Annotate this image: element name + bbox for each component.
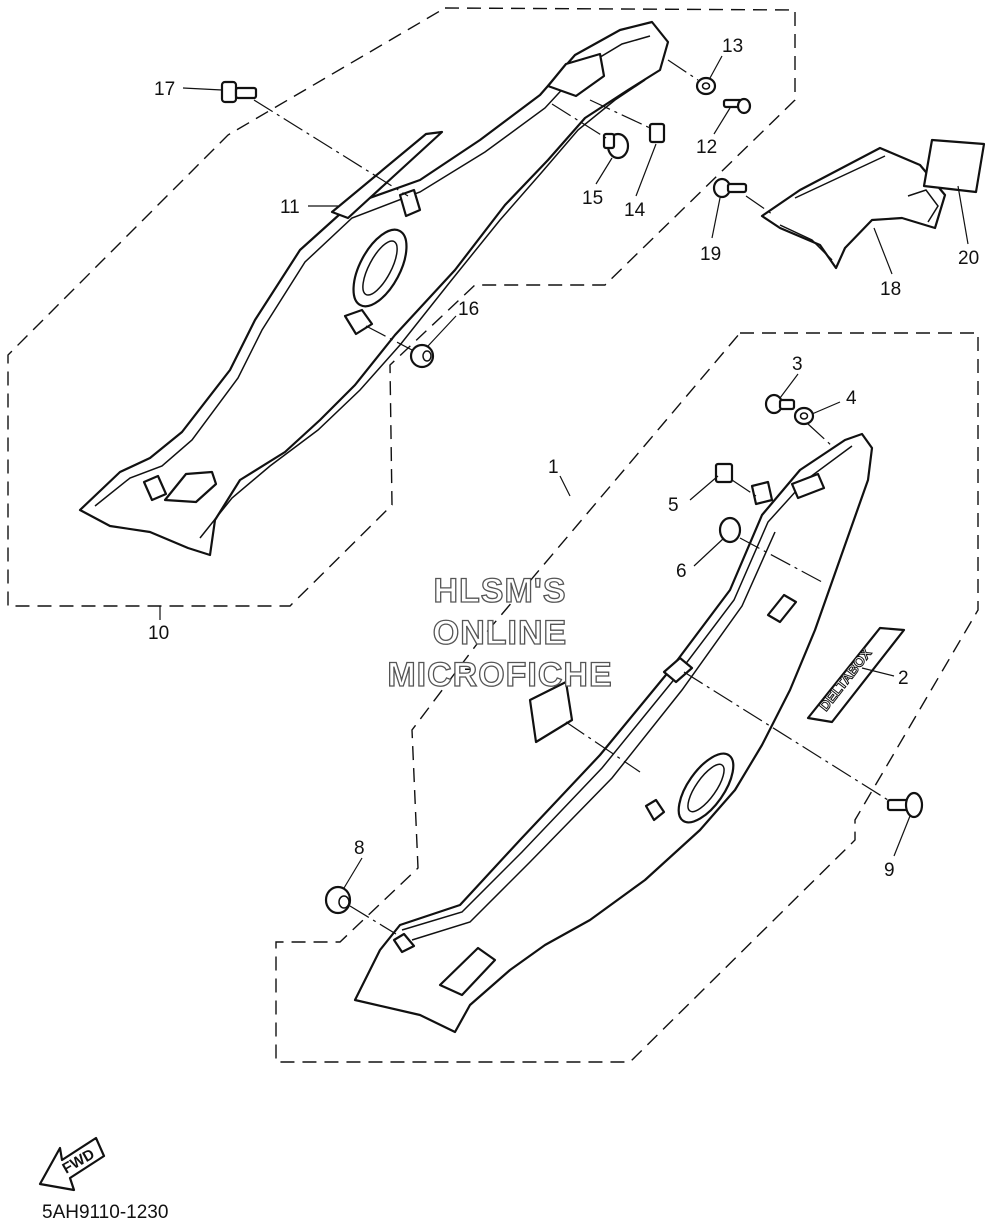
callout-4: 4 (846, 388, 857, 409)
leader-19 (711, 197, 721, 239)
axis-15 (551, 103, 607, 139)
axis-16 (365, 325, 413, 351)
leader-20 (957, 185, 969, 245)
callout-8: 8 (354, 838, 365, 859)
callout-9: 9 (884, 860, 895, 881)
leader-14 (635, 143, 657, 197)
fwd-arrow: FWD (38, 1136, 106, 1192)
callout-6: 6 (676, 561, 687, 582)
callout-19: 19 (700, 244, 721, 265)
watermark-line-3: MICROFICHE (387, 656, 612, 694)
leader-6 (693, 537, 725, 567)
axis-14 (589, 99, 651, 129)
leader-3 (779, 373, 799, 399)
leader-13 (709, 55, 723, 79)
callout-18: 18 (880, 279, 901, 300)
axis-17 (253, 99, 409, 197)
tail-cover-18 (760, 146, 947, 270)
decal-11 (330, 130, 444, 220)
axis-9 (683, 671, 889, 801)
callout-13: 13 (722, 36, 743, 57)
axis-7 (565, 721, 641, 773)
leader-8 (343, 857, 363, 889)
leader-4 (811, 401, 841, 415)
damper-8 (324, 885, 352, 915)
leader-2 (861, 667, 895, 677)
callout-7: 7 (464, 666, 475, 687)
callout-16: 16 (458, 299, 479, 320)
plate-20 (922, 138, 986, 194)
callout-20: 20 (958, 248, 979, 269)
damper-16 (409, 343, 435, 369)
screw-12 (722, 97, 752, 115)
leader-17 (182, 87, 223, 91)
leader-15 (595, 157, 613, 185)
axis-19 (745, 195, 773, 215)
group-boundary-right-cover (275, 332, 979, 1063)
axis-13 (667, 59, 699, 81)
nut-14 (648, 122, 666, 144)
group-boundary-left-cover (7, 7, 796, 607)
bolt-17 (220, 80, 258, 104)
axis-8 (349, 905, 397, 935)
left-side-cover (78, 20, 670, 557)
washer-4 (793, 406, 815, 426)
watermark-line-2: ONLINE (433, 614, 567, 652)
callout-12: 12 (696, 137, 717, 158)
callout-10: 10 (148, 623, 169, 644)
leader-1 (559, 475, 571, 497)
callout-15: 15 (582, 188, 603, 209)
axis-3 (807, 423, 833, 447)
callout-14: 14 (624, 200, 646, 221)
watermark-line-1: HLSM'S (433, 572, 566, 610)
screw-19 (712, 177, 748, 199)
callout-11: 11 (280, 197, 300, 218)
damper-6 (718, 516, 742, 544)
axis-6 (739, 537, 823, 583)
diagram-code: 5AH9110-1230 (42, 1202, 168, 1223)
callout-3: 3 (792, 354, 803, 375)
leader-12 (713, 107, 731, 135)
callout-1: 1 (548, 457, 559, 478)
callout-17: 17 (154, 79, 175, 100)
collar-13 (695, 76, 717, 96)
bolt-9 (886, 791, 924, 819)
axis-5 (731, 479, 757, 497)
watermark: HLSM'S ONLINE MICROFICHE (387, 571, 613, 694)
damper-15 (602, 132, 630, 160)
callout-2: 2 (898, 668, 909, 689)
nut-5 (714, 462, 734, 484)
callout-5: 5 (668, 495, 679, 516)
leader-16 (427, 315, 457, 347)
screw-3 (764, 393, 796, 415)
right-side-cover (353, 432, 874, 1034)
leader-18 (873, 227, 893, 275)
emblem-7 (528, 680, 574, 744)
leader-5 (689, 475, 719, 501)
leader-9 (893, 815, 911, 857)
